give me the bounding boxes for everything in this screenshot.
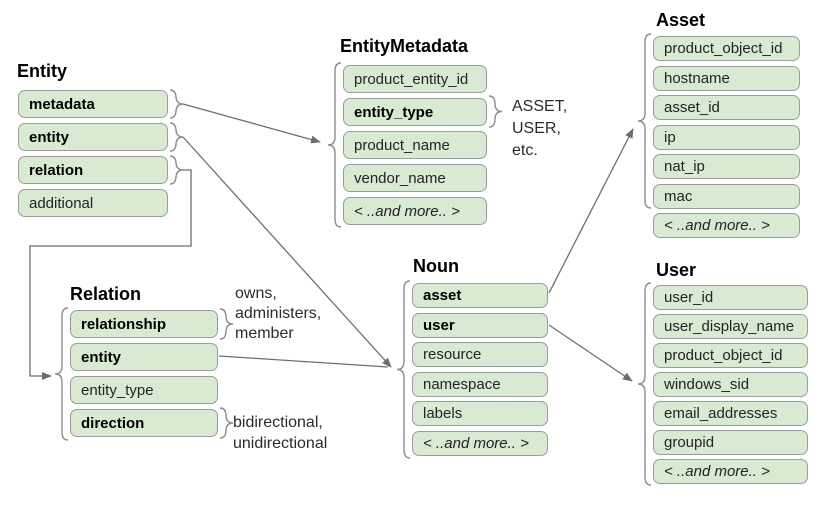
row-entity-metadata: metadata <box>18 90 168 118</box>
note-relationship-values: owns, administers, member <box>235 284 321 344</box>
row-noun-resource: resource <box>412 342 548 367</box>
row-relation-entity-type: entity_type <box>70 376 218 404</box>
note-direction-values: bidirectional, unidirectional <box>233 412 327 454</box>
row-entitymetadata-entity-type: entity_type <box>343 98 487 126</box>
row-entity-entity: entity <box>18 123 168 151</box>
row-entity-relation: relation <box>18 156 168 184</box>
row-entitymetadata-vendor-name: vendor_name <box>343 164 487 192</box>
relation-box-title: Relation <box>70 284 142 304</box>
row-noun-and-more: < ..and more.. > <box>412 430 548 456</box>
brace-entity-relation <box>169 155 184 185</box>
brace-entity-entity <box>169 122 184 152</box>
arrow-entity-metadata-to-entitymetadata <box>182 103 321 144</box>
row-user-user-display-name: user_display_name <box>653 314 808 339</box>
note-line: owns, <box>235 285 277 302</box>
row-entitymetadata-and-more: < ..and more.. > <box>343 197 487 225</box>
row-user-groupid: groupid <box>653 430 808 455</box>
row-asset-nat-ip: nat_ip <box>653 154 800 179</box>
note-line: USER, <box>512 120 561 137</box>
noun-box: asset user resource namespace labels < .… <box>412 283 548 460</box>
note-entity-type-values: ASSET, USER, etc. <box>512 96 567 162</box>
row-asset-asset-id: asset_id <box>653 95 800 120</box>
row-entitymetadata-product-name: product_name <box>343 131 487 159</box>
brace-relation-relationship <box>219 308 234 340</box>
arrow-noun-user-to-user <box>548 324 633 382</box>
entity-box-title: Entity <box>17 61 68 81</box>
row-noun-labels: labels <box>412 401 548 426</box>
relation-box: relationship entity entity_type directio… <box>70 310 218 442</box>
user-box: user_id user_display_name product_object… <box>653 285 808 488</box>
brace-user-box <box>637 282 652 486</box>
row-asset-ip: ip <box>653 124 800 150</box>
row-user-and-more: < ..and more.. > <box>653 459 808 484</box>
note-line: etc. <box>512 142 538 159</box>
row-entitymetadata-product-entity-id: product_entity_id <box>343 65 487 93</box>
note-line: unidirectional <box>233 435 328 452</box>
row-user-windows-sid: windows_sid <box>653 372 808 397</box>
row-asset-and-more: < ..and more.. > <box>653 213 800 238</box>
brace-relation-box <box>54 307 69 441</box>
brace-entity-metadata <box>169 89 184 119</box>
row-noun-namespace: namespace <box>412 371 548 397</box>
asset-box-title: Asset <box>656 10 706 30</box>
entity-box: metadata entity relation additional <box>18 90 168 222</box>
row-relation-direction: direction <box>70 409 218 437</box>
asset-box: product_object_id hostname asset_id ip n… <box>653 36 800 243</box>
row-relation-entity: entity <box>70 343 218 371</box>
row-relation-relationship: relationship <box>70 310 218 338</box>
row-noun-user: user <box>412 312 548 338</box>
row-user-user-id: user_id <box>653 285 808 310</box>
brace-asset-box <box>637 33 652 209</box>
note-line: bidirectional, <box>233 414 323 431</box>
note-line: member <box>235 325 294 342</box>
brace-noun-box <box>396 280 411 459</box>
entitymetadata-box: product_entity_id entity_type product_na… <box>343 65 487 230</box>
row-noun-asset: asset <box>412 283 548 308</box>
row-asset-hostname: hostname <box>653 65 800 91</box>
line-relation-entity-to-noun <box>218 355 389 368</box>
brace-relation-direction <box>219 407 234 439</box>
user-box-title: User <box>656 260 697 280</box>
entitymetadata-box-title: EntityMetadata <box>340 36 469 56</box>
note-line: administers, <box>235 305 322 322</box>
row-asset-product-object-id: product_object_id <box>653 36 800 61</box>
note-line: ASSET, <box>512 98 568 115</box>
row-user-email-addresses: email_addresses <box>653 401 808 426</box>
brace-entitymetadata-entity-type <box>488 95 503 128</box>
noun-box-title: Noun <box>413 256 459 276</box>
brace-entitymetadata-box <box>327 62 342 228</box>
row-entity-additional: additional <box>18 189 168 217</box>
row-asset-mac: mac <box>653 183 800 209</box>
row-user-product-object-id: product_object_id <box>653 343 808 368</box>
